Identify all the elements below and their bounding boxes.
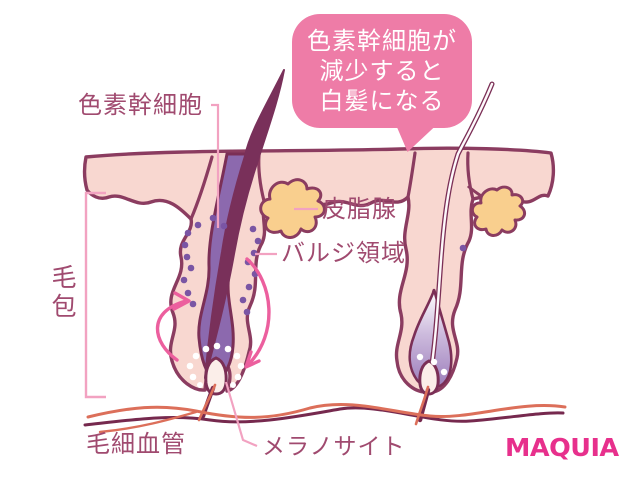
- hair-shaft-right-white: [427, 81, 495, 381]
- label-sebaceous-gland: 皮脂腺: [322, 195, 397, 223]
- capillary-vessels: [83, 383, 567, 434]
- sebaceous-gland-left: [259, 178, 326, 239]
- label-melanocyte: メラノサイト: [262, 434, 406, 460]
- skin-and-follicle-walls: [82, 146, 556, 394]
- label-capillaries: 毛細血管: [86, 430, 186, 458]
- callout-bubble: 色素幹細胞が 減少すると 白髪になる: [292, 14, 472, 128]
- pigment-stem-cell-dot-right: [459, 244, 467, 252]
- label-bulge-region: バルジ領域: [281, 239, 406, 267]
- dermal-papilla-left: [204, 356, 228, 396]
- hair-root-right-depigmented: [408, 288, 453, 389]
- follicle-bracket: [84, 191, 106, 399]
- sebaceous-gland-right: [470, 185, 527, 237]
- connector-melanocyte: [224, 381, 258, 448]
- label-pigment-stem-cells: 色素幹細胞: [78, 91, 203, 119]
- maquia-logo: MAQUIA: [505, 433, 619, 462]
- cell-migration-arrows: [155, 257, 271, 369]
- label-hair-follicle: 毛包: [48, 264, 77, 322]
- connector-pigment-stem-cells: [211, 103, 220, 228]
- label-connectors: [84, 103, 318, 448]
- melanocyte-dots: [186, 342, 448, 388]
